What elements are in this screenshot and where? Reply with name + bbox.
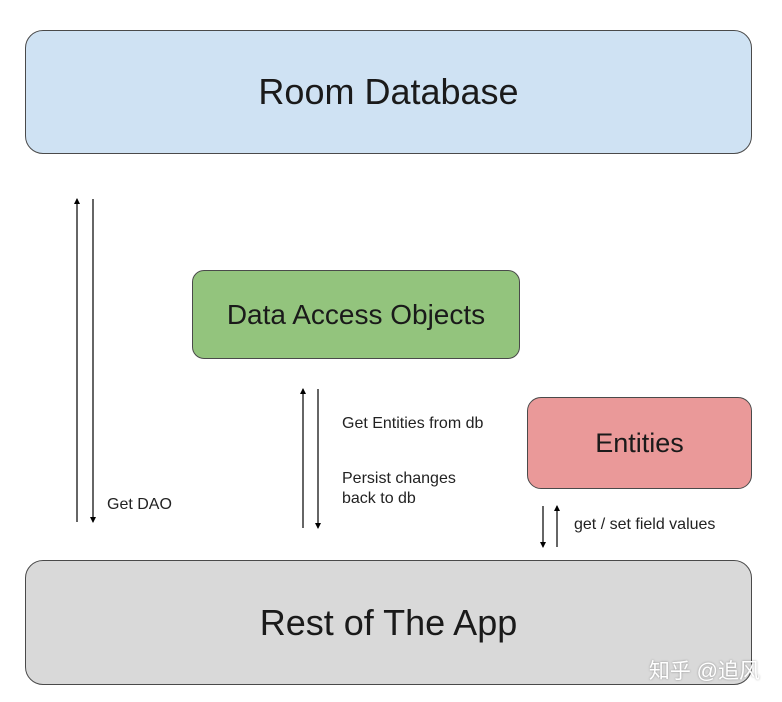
- rest-of-app-box: Rest of The App: [25, 560, 752, 685]
- persist-changes-label: Persist changes back to db: [342, 470, 456, 507]
- data-access-objects-label: Data Access Objects: [226, 298, 486, 330]
- rest-of-app-label: Rest of The App: [259, 601, 518, 643]
- data-access-objects-box: Data Access Objects: [192, 270, 520, 359]
- zhihu-watermark: 知乎 @追风: [648, 660, 760, 683]
- entities-label: Entities: [595, 427, 684, 458]
- entities-box: Entities: [527, 397, 752, 489]
- get-entities-label: Get Entities from db: [342, 415, 484, 432]
- room-database-label: Room Database: [258, 71, 519, 112]
- get-dao-label: Get DAO: [107, 496, 172, 513]
- room-database-box: Room Database: [25, 30, 752, 154]
- get-set-field-values-label: get / set field values: [574, 516, 716, 533]
